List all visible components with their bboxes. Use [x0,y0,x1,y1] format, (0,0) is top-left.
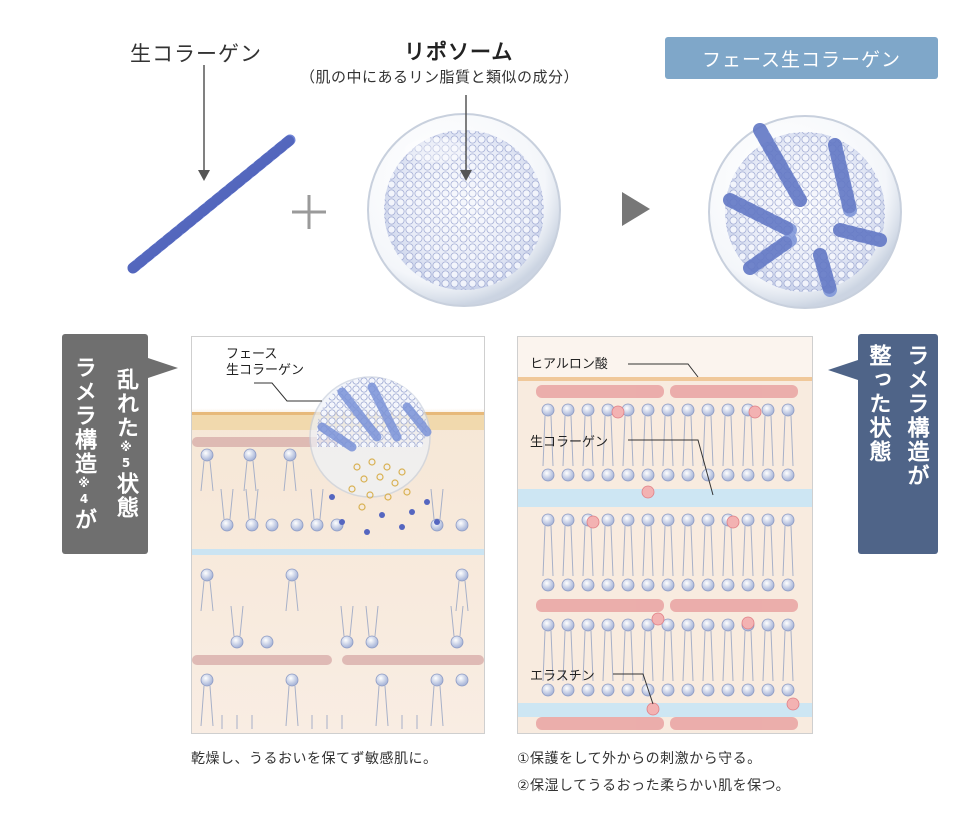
product-sphere-icon [708,115,902,309]
right-caption-2: ②保湿してうるおった柔らかい肌を保つ。 [517,778,791,794]
raw-collagen-label: 生コラーゲン [130,42,262,66]
left-badge-text-1b: が [71,508,96,532]
ordered-lamellar-badge [858,334,938,554]
left-badge-pointer [148,358,178,378]
top-illustrations [127,65,902,309]
right-badge-text-1: ラメラ構造 [903,344,929,464]
liposome-title: リポソーム [404,40,514,64]
right-caption-1: ①保護をして外からの刺激から守る。 [517,751,762,767]
liposome-subtitle: （肌の中にあるリン脂質と類似の成分） [300,68,580,86]
left-badge-text-1: ラメラ構造 [71,356,96,476]
product-name-pill: フェース生コラーゲン [665,37,938,79]
right-badge-col1: ラメラ構造が [896,344,936,534]
elastin-label: エラスチン [530,669,595,684]
right-badge-pointer [828,360,858,380]
left-caption: 乾燥し、うるおいを保てず敏感肌に。 [191,751,438,767]
ordered-skin-panel: ヒアルロン酸 生コラーゲン エラスチン [517,336,813,734]
callout-product-label: フェース 生コラーゲン [226,347,305,378]
arrow-icon [622,192,650,226]
disordered-lamellar-badge [62,334,148,554]
liposome-sphere-icon [367,113,561,307]
collagen-strand-icon [127,134,296,274]
right-badge-text-2: 整った状態 [865,344,891,464]
right-badge-col2: 整った状態 [858,344,898,534]
left-badge-note-2: ※5 [119,440,133,472]
left-badge-text-2: 乱れた [113,368,138,440]
plus-icon [292,195,326,229]
right-badge-text-1b: が [903,464,929,488]
left-badge-note-1: ※4 [77,476,91,508]
disordered-skin-illustration [192,337,484,733]
left-badge-text-2b: 状態 [113,472,138,520]
collagen-label: 生コラーゲン [530,435,609,450]
ordered-skin-illustration [518,337,812,733]
disordered-skin-panel: フェース 生コラーゲン [191,336,485,734]
hyaluronic-label: ヒアルロン酸 [530,357,608,372]
callout-leader-line [254,382,322,402]
